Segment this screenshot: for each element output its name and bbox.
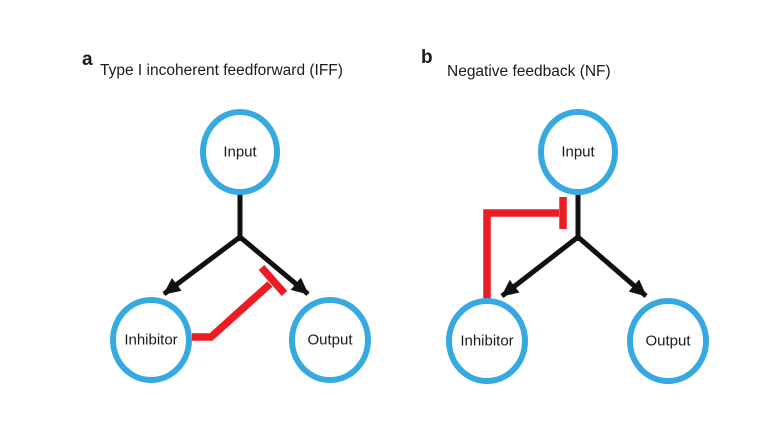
panel-b-title: Negative feedback (NF) xyxy=(447,63,611,80)
panel-a-activation-edges xyxy=(162,189,310,296)
panel-a-letter: a xyxy=(82,49,93,70)
node-input-circle xyxy=(200,109,280,195)
edge-input-to-output xyxy=(238,235,310,296)
panel-b-letter: b xyxy=(421,47,433,68)
node-input-label: Input xyxy=(561,144,595,161)
node-inhibitor-circle xyxy=(110,297,192,383)
nf-motif-diagram: Input Inhibitor Output xyxy=(446,109,709,384)
edge-inhibitor-to-input-line xyxy=(483,209,559,301)
panel-a-inhibition-edge xyxy=(192,265,288,341)
iff-motif-diagram: Input Inhibitor Output xyxy=(110,109,371,383)
edge-inhibitor-to-output-line xyxy=(192,281,273,341)
edge-input-to-inhibitor xyxy=(500,235,580,298)
node-output-label: Output xyxy=(307,332,353,349)
panel-b-inhibition-edge xyxy=(483,197,567,301)
panel-b-nodes: Input Inhibitor Output xyxy=(446,109,709,384)
panel-a-title: Type I incoherent feedforward (IFF) xyxy=(100,62,343,79)
node-output-label: Output xyxy=(645,333,691,350)
edge-input-to-output xyxy=(576,235,648,298)
node-output-circle xyxy=(289,297,371,383)
node-inhibitor-label: Inhibitor xyxy=(124,332,177,349)
edge-input-to-inhibitor xyxy=(162,235,242,296)
node-inhibitor-circle xyxy=(446,298,528,384)
node-output-circle xyxy=(627,298,709,384)
node-inhibitor-label: Inhibitor xyxy=(460,333,513,350)
inhibition-tbar-icon xyxy=(258,265,288,296)
node-input-circle xyxy=(538,109,618,195)
panel-a-nodes: Input Inhibitor Output xyxy=(110,109,371,383)
node-input-label: Input xyxy=(223,144,257,161)
panel-b-activation-edges xyxy=(500,189,648,298)
